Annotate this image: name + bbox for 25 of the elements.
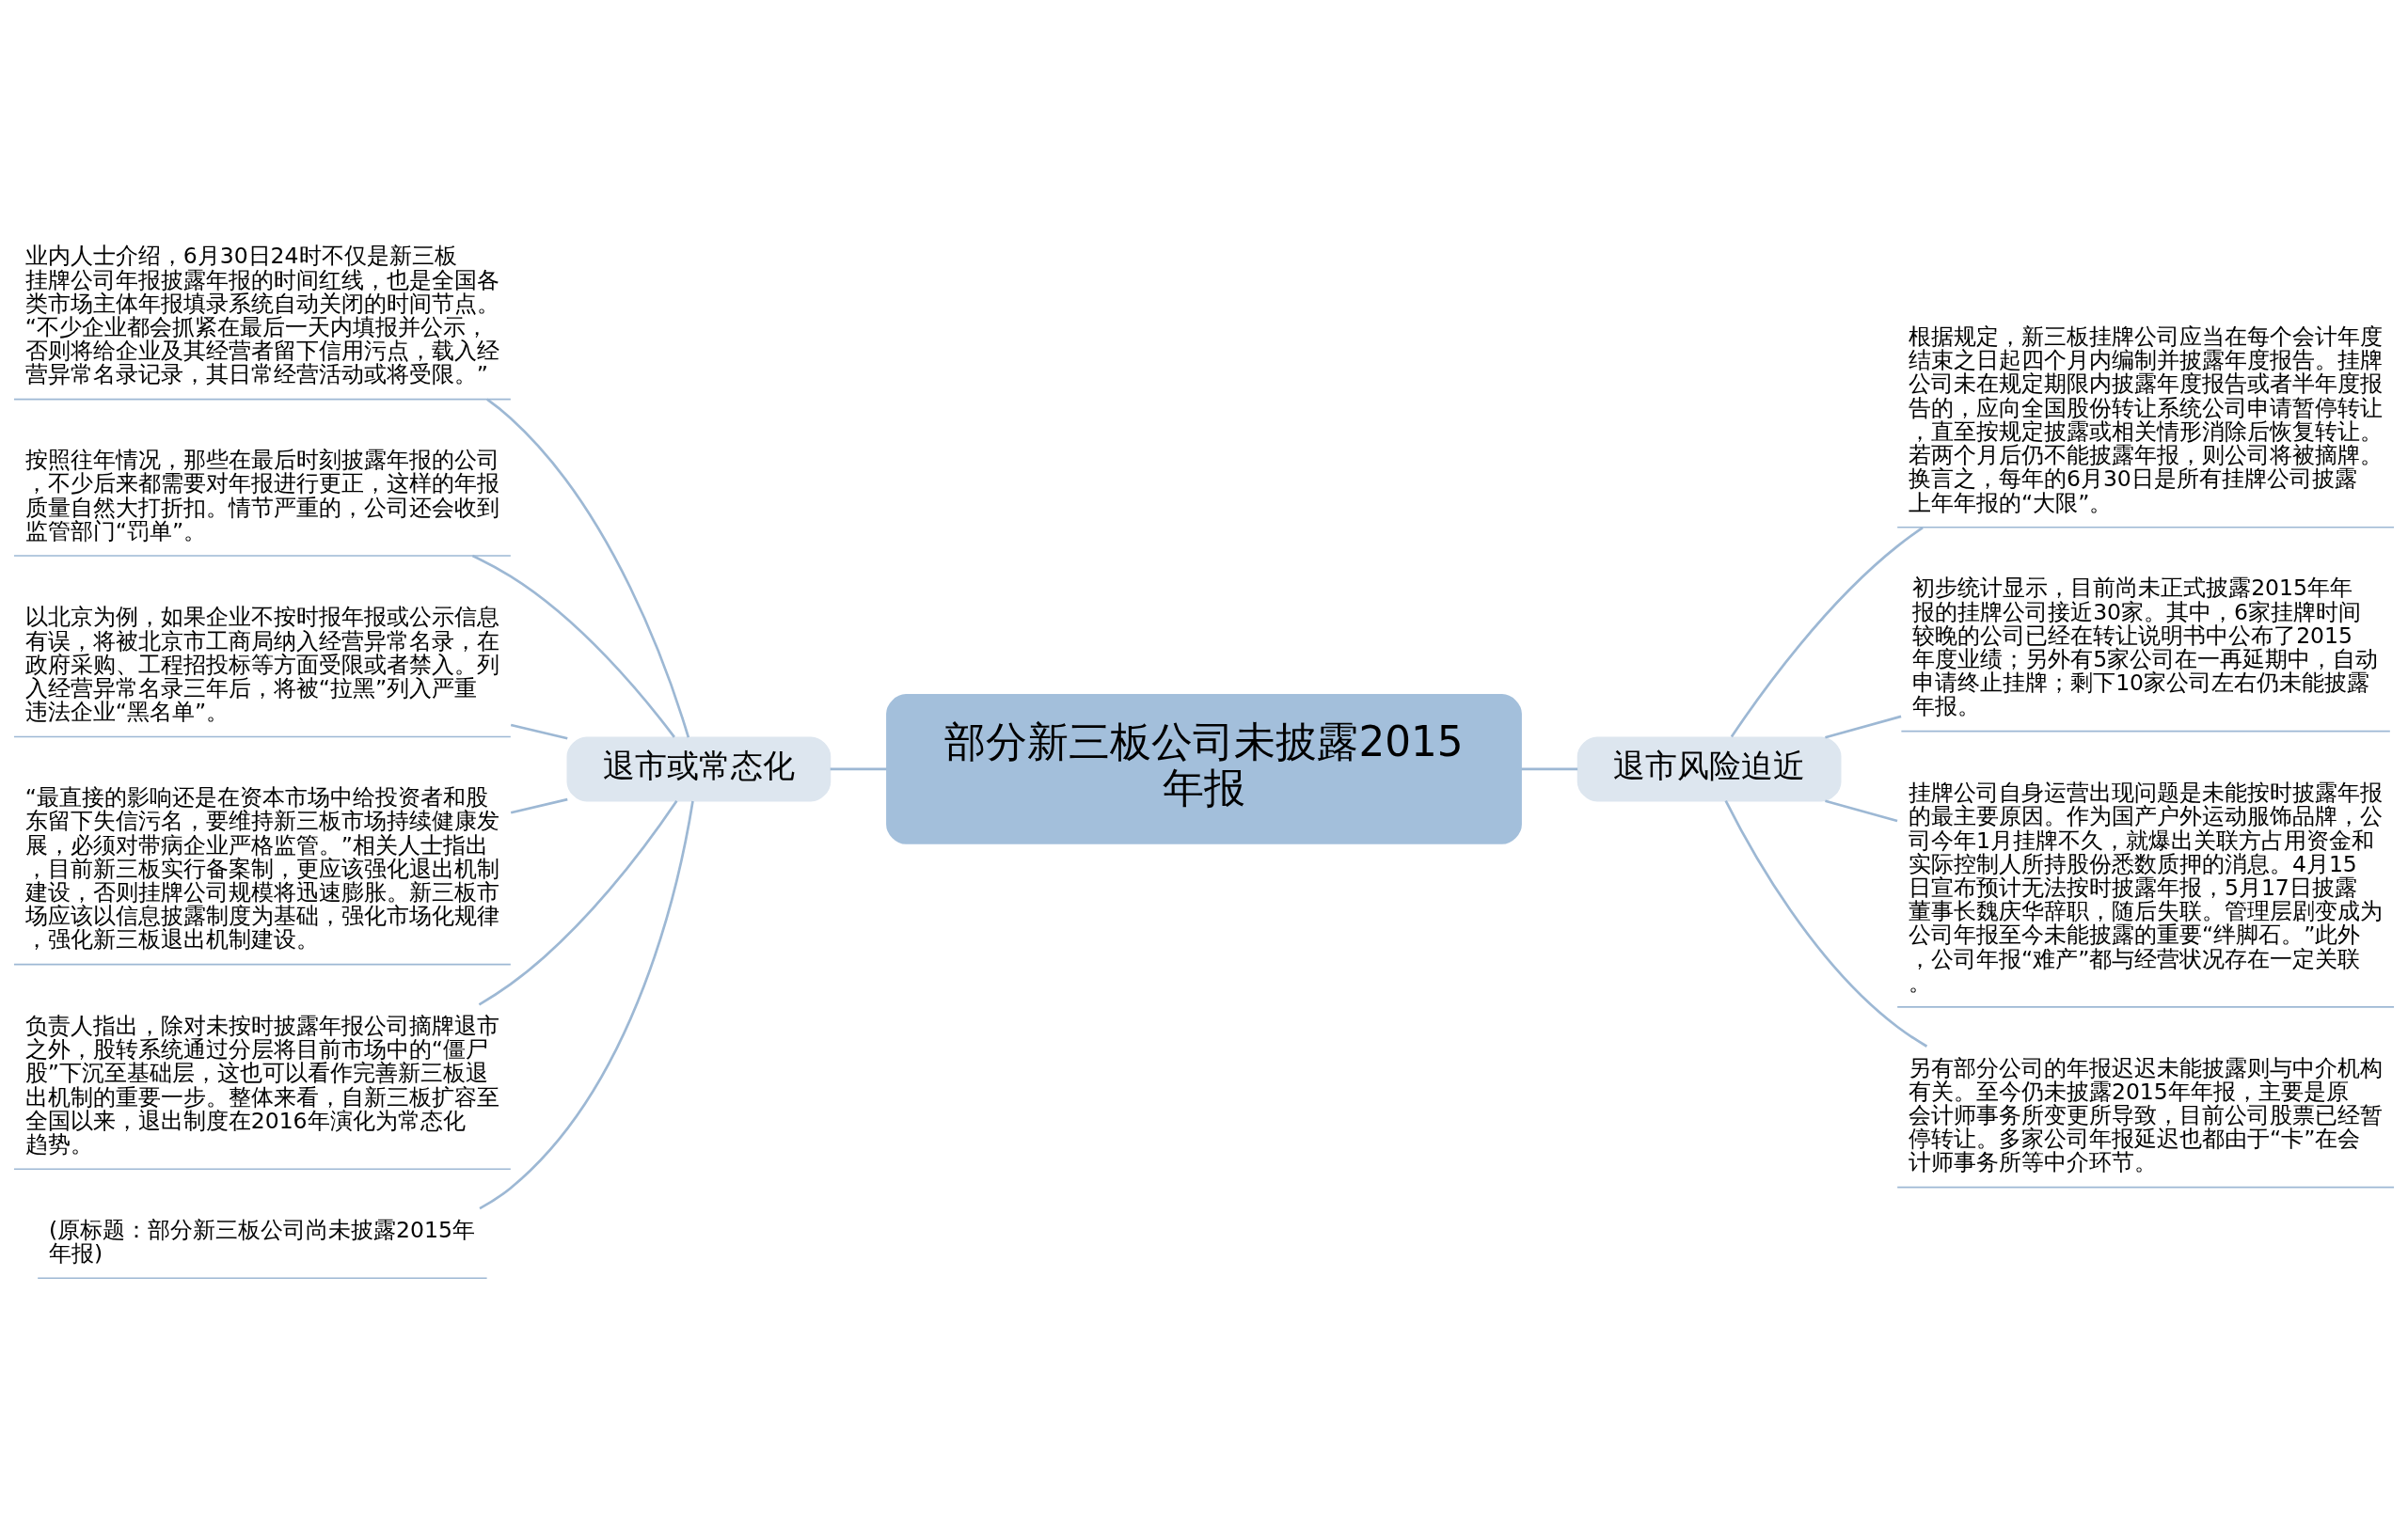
connector xyxy=(830,767,887,771)
node-text: 负责人指出，除对未按时披露年报公司摘牌退市之外，股转系统通过分层将目前市场中的“僵尸股”下沉至基础层，这也可以看作完善新三板退出机制的重要一步。整体来看，自新三板扩容至全国以来，退出制度在2016年演化为常态化趋势。 xyxy=(24,1013,499,1158)
connector xyxy=(510,723,568,740)
connector xyxy=(1521,767,1578,771)
connector xyxy=(1825,715,1902,739)
node-text: “最直接的影响还是在资本市场中给投资者和股东留下失信污名，要维持新三板市场持续健康发展，必须对带病企业严格监管。”相关人士指出，目前新三板实行备案制，更应该强化退出机制建设，否则挂牌公司规模将迅速膨胀。新三板市场应该以信息披露制度为基础，强化市场化规律，强化新三板退出机制建设。 xyxy=(24,784,499,954)
node-text: 根据规定，新三板挂牌公司应当在每个会计年度结束之日起四个月内编制并披露年度报告。挂牌公司未在规定期限内披露年度报告或者半年度报告的，应向全国股份转让系统公司申请暂停转让，直至按规定披露或相关情形消除后恢复转让。若两个月后仍不能披露年报，则公司将被摘牌。换言之，每年的6月30日是所有挂牌公司披露上年年报的“大限”。 xyxy=(1908,323,2383,516)
node-box: 退市或常态化 xyxy=(566,736,832,802)
node-box: 退市风险迫近 xyxy=(1576,736,1842,802)
node-text: 挂牌公司自身运营出现问题是未能按时披露年报的最主要原因。作为国产户外运动服饰品牌，公司今年1月挂牌不久，就爆出关联方占用资金和实际控制人所持股份悉数质押的消息。4月15日宣布预计无法按时披露年报，5月17日披露董事长魏庆华辞职，随后失联。管理层剧变成为公司年报至今未能披露的重要“绊脚石。”此外，公司年报“难产”都与经营状况存在一定关联。 xyxy=(1908,780,2383,996)
node-text: 业内人士介绍，6月30日24时不仅是新三板挂牌公司年报披露年报的时间红线，也是全国各类市场主体年报填录系统自动关闭的时间节点。“不少企业都会抓紧在最后一天内填报并公示，否则将给企业及其经营者留下信用污点，载入经营异常名录记录，其日常经营活动或将受限。” xyxy=(24,243,499,388)
connector xyxy=(1724,799,1928,1048)
connector xyxy=(510,797,568,814)
connector xyxy=(478,800,678,1006)
node-text: 按照往年情况，那些在最后时刻披露年报的公司，不少后来都需要对年报进行更正，这样的年报质量自然大打折扣。情节严重的，公司还会收到监管部门“罚单”。 xyxy=(24,447,499,544)
node-text: 以北京为例，如果企业不按时报年报或公示信息有误，将被北京市工商局纳入经营异常名录，在政府采购、工程招投标等方面受限或者禁入。列入经营异常名录三年后，将被“拉黑”列入严重违法企业“黑名单”。 xyxy=(24,604,499,726)
node-text: (原标题：部分新三板公司尚未披露2015年年报) xyxy=(48,1216,475,1268)
node-box: 部分新三板公司未披露2015年报 xyxy=(886,694,1522,844)
node-text: 另有部分公司的年报迟迟未能披露则与中介机构有关。至今仍未披露2015年年报，主要是原会计师事务所变更所导致，目前公司股票已经暂停转让。多家公司年报延迟也都由于“卡”在会计师事务所等中介环节。 xyxy=(1908,1054,2383,1176)
connector xyxy=(471,554,675,738)
node-text: 初步统计显示，目前尚未正式披露2015年年报的挂牌公司接近30家。其中，6家挂牌时间较晚的公司已经在转让说明书中公布了2015年度业绩；另外有5家公司在一再延期中，自动申请终止挂牌；剩下10家公司左右仍未能披露年报。 xyxy=(1912,575,2379,720)
connector xyxy=(1730,526,1924,738)
connector xyxy=(479,800,694,1210)
connector xyxy=(1825,799,1898,823)
connector xyxy=(486,398,690,738)
